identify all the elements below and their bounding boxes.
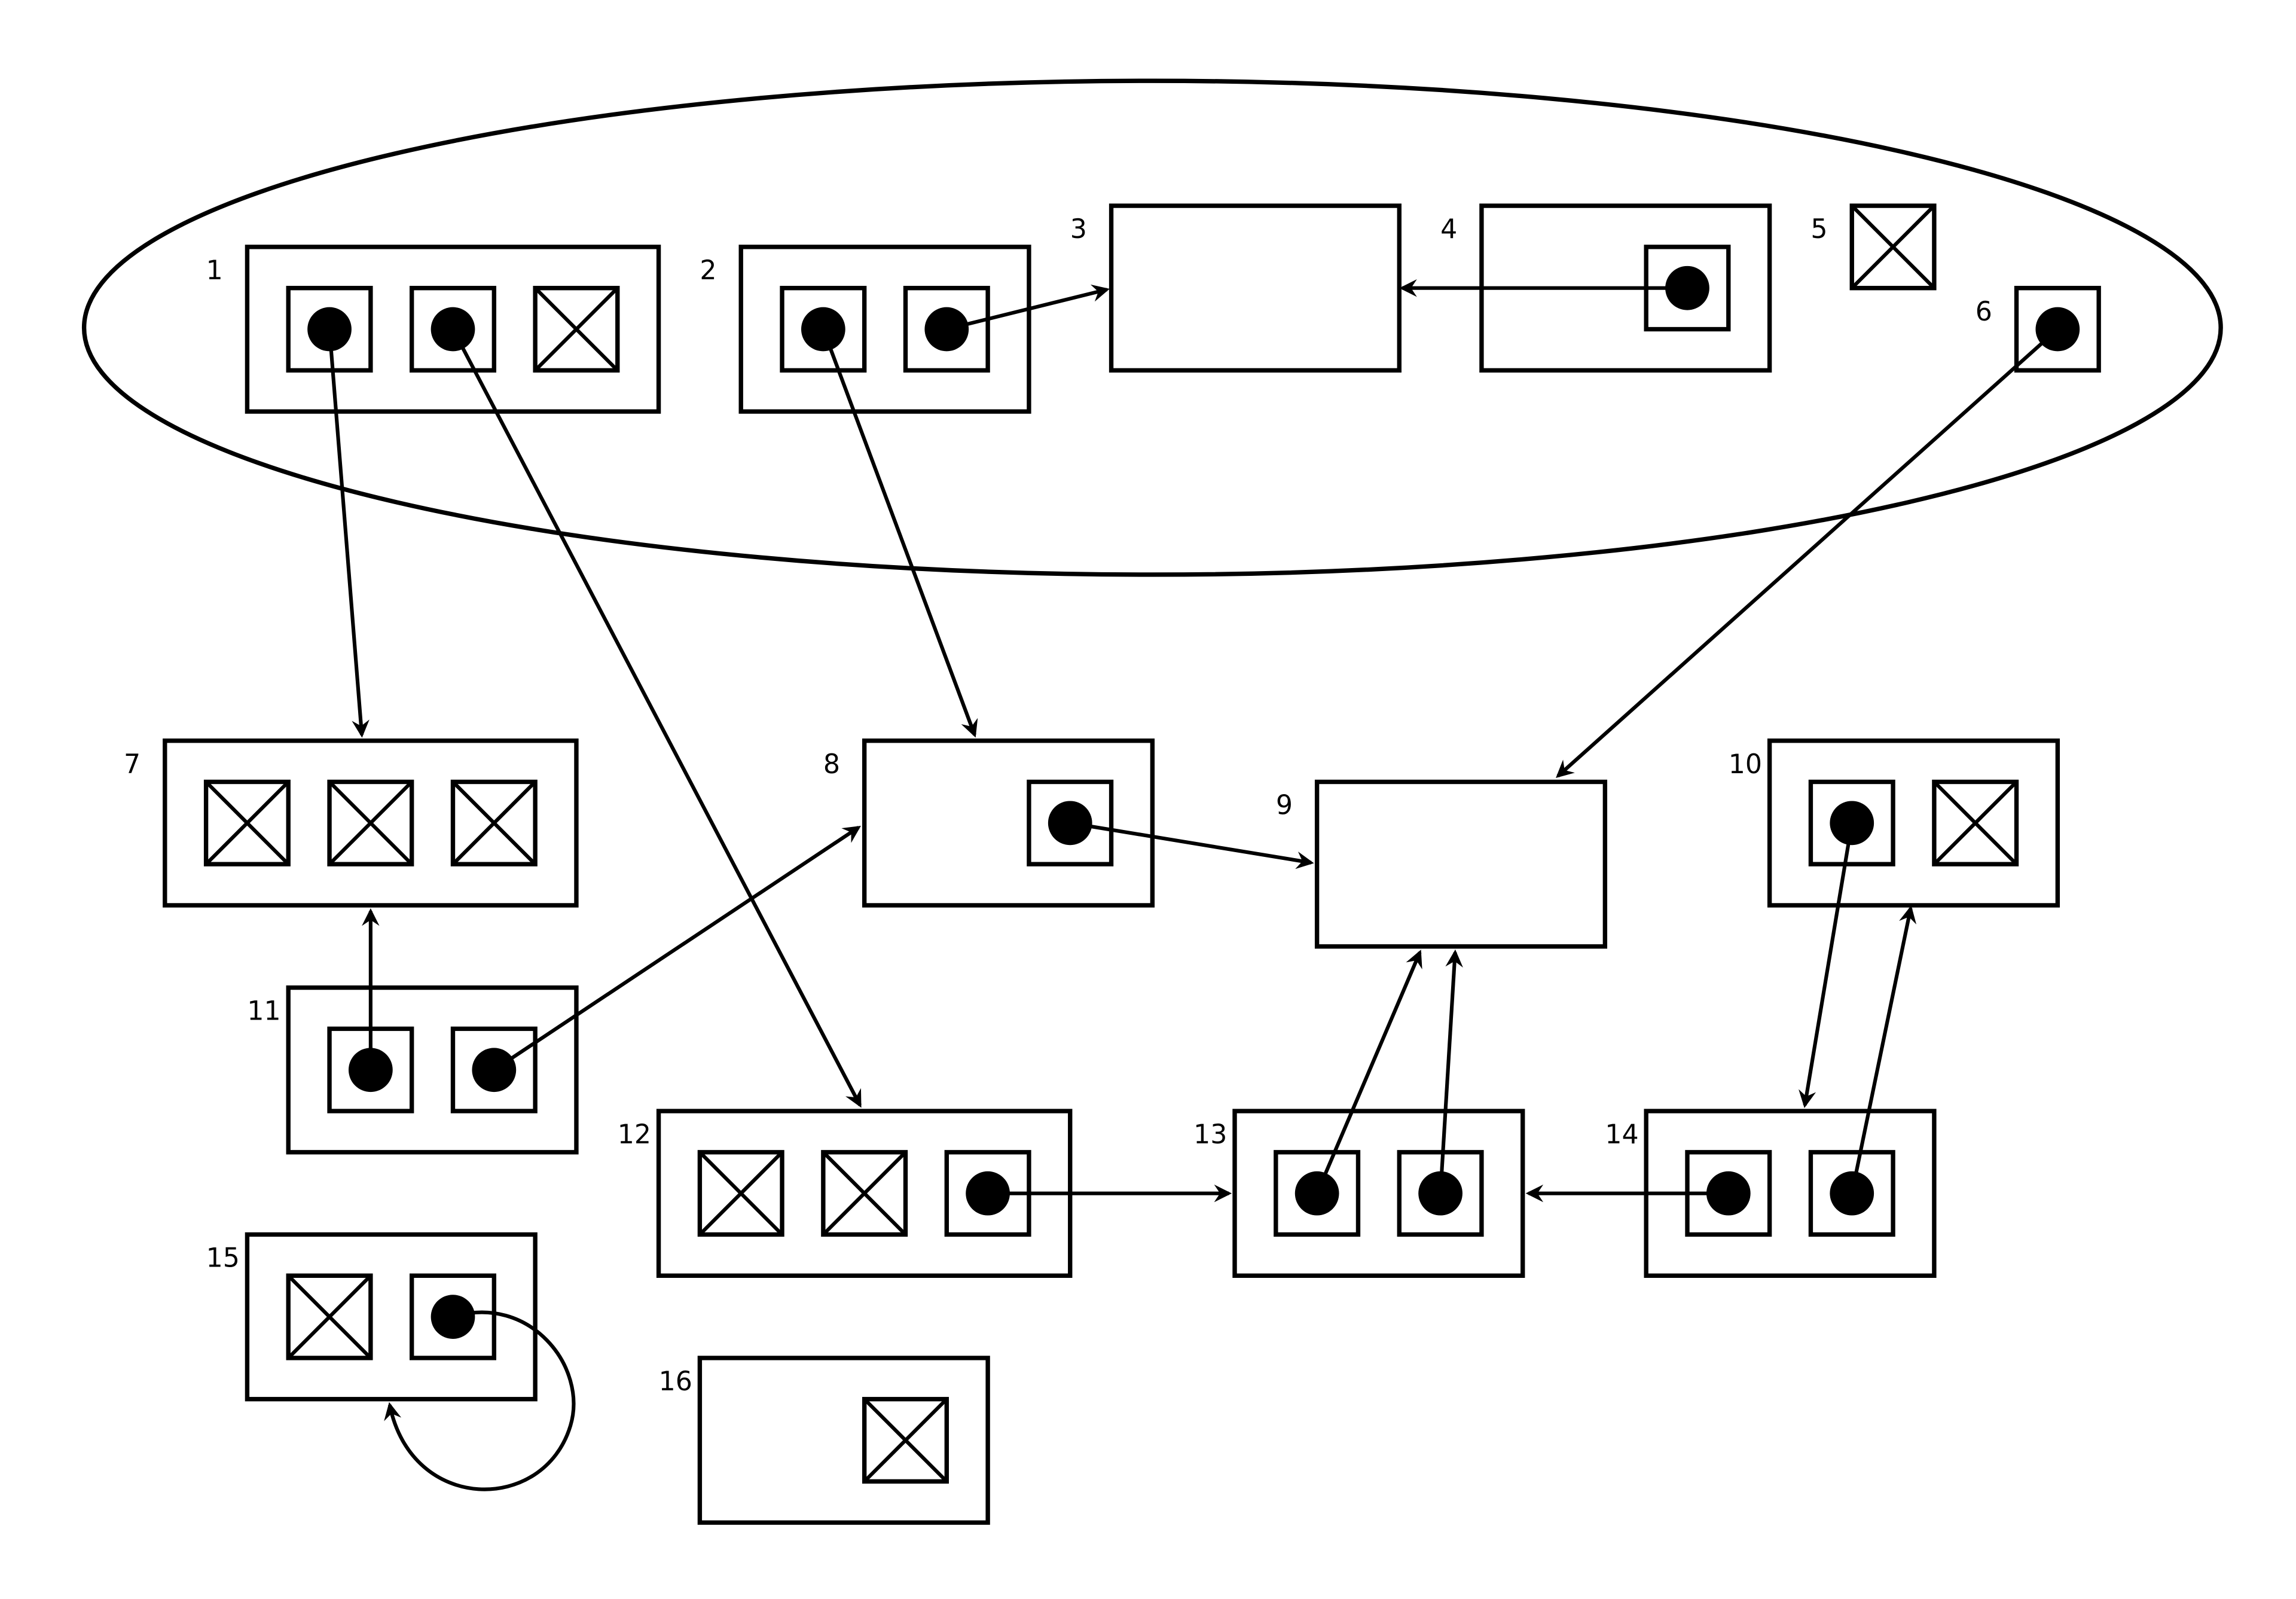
node-11: 11 bbox=[247, 985, 579, 1155]
node-label: 4 bbox=[1440, 214, 1457, 245]
node-label: 10 bbox=[1729, 749, 1762, 780]
edge-15-slot2-to-15 bbox=[384, 1310, 576, 1491]
node-box bbox=[1232, 1109, 1525, 1278]
node-label: 7 bbox=[124, 749, 141, 780]
pointer-dot-icon bbox=[801, 307, 845, 352]
pointer-slot bbox=[286, 286, 373, 373]
pointer-dot-icon bbox=[1294, 1171, 1339, 1216]
node-box bbox=[1314, 779, 1608, 949]
node-8: 8 bbox=[823, 739, 1155, 908]
node-16: 16 bbox=[659, 1356, 990, 1525]
node-6: 6 bbox=[1976, 286, 2101, 373]
edge-2-slot2-to-3 bbox=[946, 284, 1110, 331]
node-box bbox=[697, 1356, 990, 1525]
node-label: 16 bbox=[659, 1366, 692, 1397]
pointer-dot-icon bbox=[1706, 1171, 1751, 1216]
edge-11-slot2-to-8 bbox=[493, 825, 861, 1072]
node-1: 1 bbox=[206, 245, 661, 414]
edge-1-slot1-to-7 bbox=[327, 329, 370, 738]
node-10: 10 bbox=[1729, 739, 2060, 908]
pointer-dot-icon bbox=[1048, 801, 1092, 846]
edge-14-slot2-to-10 bbox=[1850, 905, 1917, 1194]
edge-2-slot1-to-8 bbox=[821, 328, 978, 738]
node-5: 5 bbox=[1810, 203, 1937, 291]
node-label: 6 bbox=[1976, 297, 1992, 327]
node-label: 15 bbox=[206, 1243, 240, 1274]
edge-6-slot1-to-9 bbox=[1556, 328, 2059, 778]
node-box bbox=[163, 739, 579, 908]
node-label: 3 bbox=[1070, 214, 1087, 245]
edge-10-slot1-to-14 bbox=[1799, 822, 1854, 1109]
pointer-dot-icon bbox=[430, 307, 475, 352]
node-13: 13 bbox=[1193, 1109, 1525, 1278]
node-box bbox=[1109, 203, 1402, 373]
node-9: 9 bbox=[1276, 779, 1608, 949]
edge-1-slot2-to-12 bbox=[451, 328, 862, 1108]
edge-13-slot1-to-9 bbox=[1315, 950, 1422, 1194]
pointer-dot-icon bbox=[307, 307, 352, 352]
node-3: 3 bbox=[1070, 203, 1402, 373]
node-box bbox=[286, 985, 579, 1155]
node-box bbox=[1767, 739, 2060, 908]
node-label: 14 bbox=[1605, 1119, 1638, 1150]
node-label: 9 bbox=[1276, 791, 1293, 821]
node-15: 15 bbox=[206, 1232, 538, 1402]
node-label: 12 bbox=[618, 1119, 651, 1150]
pointer-slot bbox=[780, 286, 867, 373]
node-label: 11 bbox=[247, 996, 280, 1027]
node-label: 1 bbox=[206, 255, 223, 286]
node-2: 2 bbox=[700, 245, 1031, 414]
node-box bbox=[862, 739, 1155, 908]
node-box bbox=[245, 1232, 538, 1402]
node-label: 2 bbox=[700, 255, 716, 286]
node-box bbox=[738, 245, 1031, 414]
node-12: 12 bbox=[618, 1109, 1073, 1278]
edge-8-slot1-to-9 bbox=[1070, 821, 1314, 869]
edge-13-slot2-to-9 bbox=[1439, 949, 1463, 1194]
node-label: 5 bbox=[1810, 214, 1827, 245]
group-ellipse bbox=[81, 78, 2223, 577]
node-box bbox=[245, 245, 661, 414]
node-label: 8 bbox=[823, 749, 840, 780]
node-7: 7 bbox=[124, 739, 579, 908]
node-label: 13 bbox=[1193, 1119, 1227, 1150]
